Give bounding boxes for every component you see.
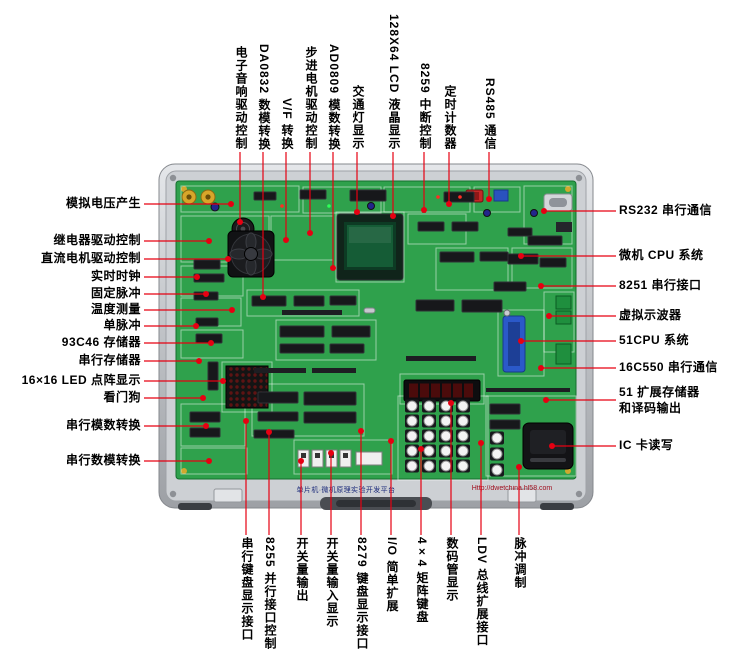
label-single-pulse: 单脉冲 bbox=[103, 318, 141, 332]
label-switch-output: 开关量输出 bbox=[295, 537, 309, 602]
label-serial-memory: 串行存储器 bbox=[78, 353, 141, 367]
label-led-matrix-display: 16×16 LED 点阵显示 bbox=[21, 373, 141, 387]
usb-socket bbox=[493, 189, 509, 202]
label-rtc: 实时时钟 bbox=[90, 269, 141, 283]
label-ad0809-adc: AD0809 模数转换 bbox=[327, 43, 341, 150]
label-51cpu-system: 51CPU 系统 bbox=[619, 333, 690, 347]
seven-segment-display bbox=[403, 379, 481, 402]
label-io-expansion: I/O 简单扩展 bbox=[385, 537, 399, 613]
label-93c46-memory: 93C46 存储器 bbox=[61, 335, 141, 349]
label-serial-dac: 串行数模转换 bbox=[65, 453, 141, 467]
ic-chips bbox=[189, 189, 567, 439]
label-switch-input-display: 开关量输入显示 bbox=[325, 537, 339, 628]
label-cpu-system: 微机 CPU 系统 bbox=[619, 248, 704, 262]
label-traffic-light-display: 交通灯显示 bbox=[351, 85, 365, 150]
label-audio-drive-control: 电子音响驱动控制 bbox=[234, 46, 248, 150]
capacitors bbox=[210, 202, 538, 217]
label-ic-card: IC 卡读写 bbox=[619, 438, 674, 452]
label-relay-drive: 继电器驱动控制 bbox=[53, 233, 141, 247]
corner-screw bbox=[169, 490, 177, 498]
case-latch bbox=[507, 488, 537, 503]
case-latch bbox=[213, 488, 243, 503]
db9-connector bbox=[543, 193, 573, 232]
label-fixed-pulse: 固定脉冲 bbox=[90, 286, 141, 300]
pin-headers bbox=[254, 310, 570, 392]
zif-socket bbox=[502, 309, 526, 373]
label-8279-keyboard: 8279 键盘显示接口 bbox=[355, 537, 369, 651]
label-analog-voltage: 模拟电压产生 bbox=[65, 196, 141, 210]
label-timer-counter: 定时计数器 bbox=[443, 85, 457, 150]
label-virtual-oscilloscope: 虚拟示波器 bbox=[619, 308, 682, 322]
label-vf-converter: V/F 转换 bbox=[280, 97, 294, 150]
label-rs485-comm: RS485 通信 bbox=[483, 77, 497, 150]
corner-screw bbox=[169, 174, 177, 182]
label-serial-keyboard-display: 串行键盘显示接口 bbox=[240, 537, 254, 641]
label-pulse-modulation: 脉冲调制 bbox=[513, 537, 527, 589]
label-line: 51 扩展存储器 bbox=[619, 385, 700, 399]
label-lcd-128x64: 128X64 LCD 液晶显示 bbox=[387, 14, 401, 150]
label-16c550-serial: 16C550 串行通信 bbox=[619, 360, 718, 374]
screw-terminals bbox=[555, 295, 572, 365]
cooling-fan bbox=[227, 230, 275, 278]
ic-card-reader bbox=[522, 422, 574, 470]
case-foot bbox=[178, 503, 212, 510]
case-handle-grip bbox=[336, 500, 416, 507]
label-8255-parallel: 8255 并行接口控制 bbox=[263, 537, 277, 651]
corner-screw bbox=[575, 490, 583, 498]
indicator-leds bbox=[280, 195, 462, 208]
lcd-module bbox=[336, 213, 404, 281]
label-bus-expansion: LDV 总线扩展接口 bbox=[475, 537, 489, 647]
case-plate-url: Http://dwetchina.hl58.com bbox=[471, 485, 553, 492]
crystal bbox=[363, 307, 376, 314]
label-watchdog: 看门狗 bbox=[103, 390, 141, 404]
label-51-ext-memory: 51 扩展存储器 和译码输出 bbox=[619, 384, 700, 416]
label-dc-motor-drive: 直流电机驱动控制 bbox=[40, 251, 141, 265]
label-da0832-dac: DA0832 数模转换 bbox=[257, 43, 271, 150]
label-stepper-motor-control: 步进电机驱动控制 bbox=[304, 46, 318, 150]
case-foot bbox=[540, 503, 574, 510]
label-8259-interrupt: 8259 中断控制 bbox=[418, 62, 432, 150]
label-serial-adc: 串行模数转换 bbox=[65, 418, 141, 432]
label-4x4-keypad: 4×4 矩阵键盘 bbox=[415, 537, 429, 624]
label-8251-serial: 8251 串行接口 bbox=[619, 278, 702, 292]
case-plate-text: 单片机·微机原理实验开发平台 bbox=[296, 487, 396, 494]
corner-screw bbox=[575, 174, 583, 182]
label-rs232-comm: RS232 串行通信 bbox=[619, 203, 713, 217]
label-temperature: 温度测量 bbox=[90, 302, 141, 316]
label-7seg-display: 数码管显示 bbox=[445, 537, 459, 602]
label-line: 和译码输出 bbox=[619, 401, 682, 415]
